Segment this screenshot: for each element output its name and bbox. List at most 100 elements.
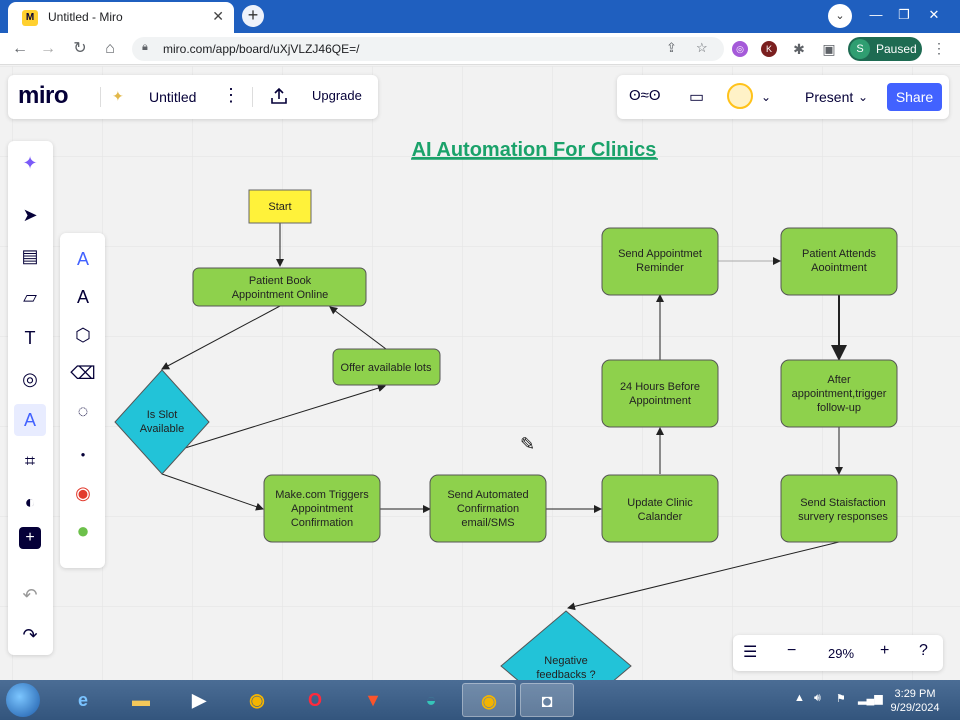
color-red-swatch[interactable]: ◉ (75, 483, 91, 503)
chrome-menu-icon[interactable]: ⋮ (932, 40, 946, 56)
connector[interactable] (567, 541, 840, 611)
connector[interactable] (161, 305, 281, 370)
ai-sparkle-icon[interactable]: ✦ (22, 153, 38, 173)
network-icon[interactable]: ▂▄▆ (858, 693, 883, 705)
tab-close-icon[interactable]: ✕ (212, 8, 224, 24)
board-title-text[interactable]: AI Automation For Clinics (412, 139, 657, 161)
board-canvas[interactable]: AI Automation For Clinics Start (0, 66, 960, 680)
flag-icon[interactable]: ⚑ (836, 693, 846, 705)
sticky-note-icon[interactable]: ▱ (23, 287, 37, 307)
node-label: Start (268, 201, 291, 213)
help-icon[interactable]: ? (919, 642, 928, 659)
send-confirmation-node[interactable]: Send Automated Confirmation email/SMS (429, 474, 547, 543)
negative-feedback-decision[interactable]: Negative feedbacks ? (500, 610, 632, 680)
pen-tool-icon[interactable]: A (14, 404, 46, 436)
profile-button[interactable]: S Paused (848, 37, 922, 61)
volume-icon[interactable]: 🔊︎ (814, 692, 821, 704)
address-bar[interactable]: 🔒︎ miro.com/app/board/uXjVLZJ46QE=/ ⇪ ☆ (132, 37, 724, 61)
explorer-taskbar-icon[interactable]: ▬ (132, 690, 150, 710)
extension-purple-icon[interactable]: ◎ (732, 41, 748, 57)
shapes-icon[interactable]: ◎ (22, 369, 38, 389)
extensions-puzzle-icon[interactable]: ✱ (793, 41, 805, 57)
home-icon[interactable]: ⌂ (105, 40, 115, 57)
lasso-icon[interactable]: ◌ (77, 401, 89, 421)
ie-taskbar-icon[interactable]: e (77, 690, 88, 710)
send-reminder-node[interactable]: Send Appointmet Reminder (601, 227, 719, 296)
restore-icon[interactable]: ❐ (898, 7, 910, 22)
connector[interactable] (184, 384, 386, 449)
offer-lots-node[interactable]: Offer available lots (332, 348, 441, 386)
templates-icon[interactable]: ▤ (21, 246, 39, 266)
chrome-active-taskbar-icon[interactable]: ◉ (462, 683, 516, 717)
stroke-size-icon[interactable]: ● (80, 450, 86, 459)
chrome-taskbar-icon[interactable]: ◉ (249, 690, 265, 710)
opera-taskbar-icon[interactable]: O (307, 690, 322, 710)
share-page-icon[interactable]: ⇪ (666, 40, 677, 55)
share-button[interactable]: Share (887, 83, 942, 111)
brave-taskbar-icon[interactable]: ▼ (364, 690, 382, 710)
minimize-icon[interactable]: — (869, 7, 883, 22)
patient-attends-node[interactable]: Patient Attends Aoointment (780, 227, 898, 296)
tab-search-icon[interactable]: ⌄ (828, 4, 852, 28)
board-menu-icon[interactable]: ⋮ (222, 85, 240, 105)
export-icon[interactable] (269, 86, 289, 106)
zoom-out-icon[interactable]: − (787, 642, 797, 659)
side-panel-icon[interactable]: ▣ (822, 41, 836, 57)
start-button[interactable] (6, 683, 40, 717)
upgrade-button[interactable]: Upgrade (312, 88, 362, 103)
frame-tool-icon[interactable]: ⌗ (24, 451, 36, 471)
comments-icon[interactable]: ▭ (689, 89, 705, 106)
connector[interactable] (329, 306, 387, 350)
node-label: Available (140, 423, 184, 435)
eraser-icon[interactable]: ⌫ (70, 363, 96, 383)
after-appointment-node[interactable]: After appointment,trigger follow-up (780, 359, 898, 428)
present-chevron-icon[interactable]: ⌄ (858, 90, 869, 104)
node-label: Send Staisfaction (800, 497, 886, 509)
reactions-icon[interactable]: ʘ≈ʘ (629, 87, 661, 104)
clock[interactable]: 3:29 PM 9/29/2024 (880, 687, 950, 715)
update-clinic-node[interactable]: Update Clinic Calander (601, 474, 719, 543)
node-label: appointment,trigger (792, 388, 887, 400)
board-list-icon[interactable]: ☰ (743, 644, 758, 661)
new-tab-button[interactable]: + (242, 5, 264, 27)
back-icon[interactable]: ← (12, 40, 28, 57)
media-taskbar-icon[interactable]: ▶ (192, 690, 206, 710)
miro-logo[interactable]: miro (18, 82, 69, 109)
color-green-swatch[interactable]: ● (76, 518, 90, 543)
forward-icon[interactable]: → (40, 40, 56, 57)
browser-tab[interactable]: M Untitled - Miro ✕ (8, 2, 234, 33)
send-survey-node[interactable]: Send Staisfaction survery responses (780, 474, 898, 543)
app-taskbar-icon[interactable]: ◘ (520, 683, 574, 717)
zoom-in-icon[interactable]: + (880, 642, 890, 659)
undo-icon[interactable]: ↶ (22, 585, 38, 605)
patient-book-node[interactable]: Patient Book Appointment Online (192, 267, 367, 307)
bookmark-star-icon[interactable]: ☆ (696, 40, 708, 55)
make-triggers-node[interactable]: Make.com Triggers Appointment Confirmati… (263, 474, 381, 543)
hours-before-node[interactable]: 24 Hours Before Appointment (601, 359, 719, 428)
apps-palette-icon[interactable]: ◐ (24, 492, 36, 512)
zoom-level[interactable]: 29% (828, 646, 855, 661)
board-title[interactable]: Untitled (149, 89, 197, 105)
redo-icon[interactable]: ↷ (22, 625, 38, 645)
board-emoji-icon[interactable]: ✦ (112, 88, 124, 104)
tray-expand-icon[interactable]: ▲ (794, 692, 805, 704)
highlighter-icon[interactable]: A (76, 287, 89, 307)
reload-icon[interactable]: ↻ (73, 40, 87, 57)
text-tool-icon[interactable]: T (24, 328, 36, 348)
add-more-icon[interactable]: + (19, 527, 41, 549)
is-slot-available-decision[interactable]: Is Slot Available (114, 369, 210, 475)
site-info-icon[interactable]: 🔒︎ (142, 41, 148, 53)
window-close-icon[interactable]: ✕ (928, 7, 940, 22)
node-label: follow-up (817, 402, 861, 414)
connector[interactable] (161, 473, 264, 511)
node-label: Patient Attends (802, 248, 876, 260)
start-node[interactable]: Start (248, 189, 312, 224)
chevron-down-icon[interactable]: ⌄ (761, 90, 772, 104)
user-avatar[interactable] (727, 83, 753, 109)
edge-taskbar-icon[interactable]: ◒ (425, 690, 437, 710)
extension-k-icon[interactable]: K (761, 41, 777, 57)
pen-icon[interactable]: A (76, 249, 89, 269)
present-button[interactable]: Present (805, 89, 854, 105)
select-tool-icon[interactable]: ➤ (22, 205, 38, 225)
smart-draw-icon[interactable]: ⬡ (75, 325, 91, 345)
